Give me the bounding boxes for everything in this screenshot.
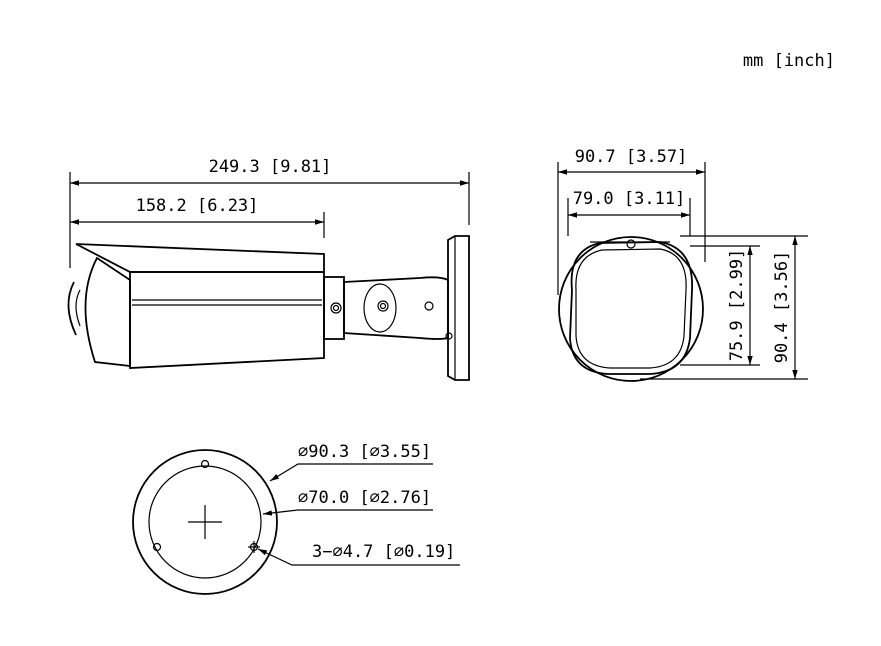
bolt-circle-label: ⌀70.0 [⌀2.76] [298, 488, 431, 508]
mount-hole [200, 459, 210, 469]
base-outer-circle [132, 449, 278, 595]
camera-body-side [67, 235, 470, 381]
camera-body-front [558, 236, 704, 382]
body-width-label: 79.0 [3.11] [573, 189, 686, 209]
base-bolt-circle [148, 465, 262, 579]
mount-hole [152, 542, 162, 552]
base-view: ⌀90.3 [⌀3.55] ⌀70.0 [⌀2.76] 3−⌀4.7 [⌀0.1… [132, 442, 460, 595]
side-view: 249.3 [9.81] 158.2 [6.23] [67, 157, 470, 381]
holes-label: 3−⌀4.7 [⌀0.19] [312, 542, 455, 562]
housing-length-label: 158.2 [6.23] [136, 196, 259, 216]
overall-height-label: 90.4 [3.56] [772, 251, 792, 364]
front-view: 90.7 [3.57] 79.0 [3.11] 75.9 [2.99] 90.4… [557, 147, 808, 382]
body-height-label: 75.9 [2.99] [727, 249, 747, 362]
outer-diameter-label: ⌀90.3 [⌀3.55] [298, 442, 431, 462]
units-label: mm [inch] [743, 51, 835, 71]
overall-width-label: 90.7 [3.57] [575, 147, 688, 167]
overall-length-label: 249.3 [9.81] [209, 157, 332, 177]
